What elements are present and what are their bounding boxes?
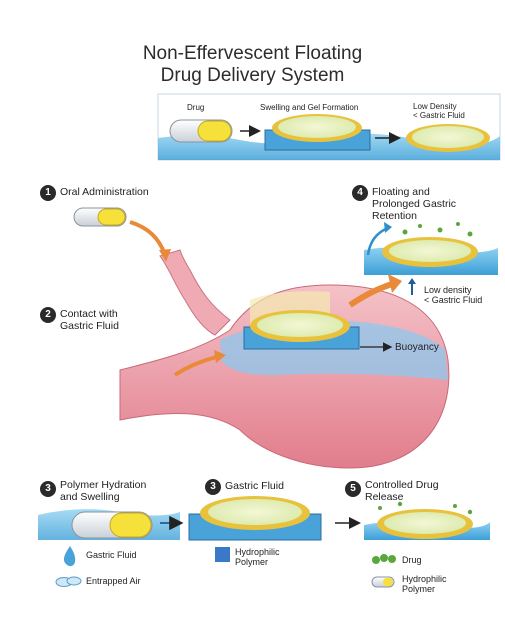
step-3b-label: Gastric Fluid: [225, 480, 284, 492]
bottom-capsule-fluid: [38, 509, 180, 540]
bottom-release-tablet: [364, 502, 490, 540]
step-1-label: Oral Administration: [60, 186, 149, 198]
legend-entrapped-air: Entrapped Air: [86, 576, 141, 586]
top-low-density-label: Low Density < Gastric Fluid: [413, 102, 465, 120]
legend-hp-left-line-1: Hydrophilic: [235, 547, 280, 557]
step-4-badge: 4: [352, 185, 368, 201]
legend-hydrophilic-polymer-left: Hydrophilic Polymer: [235, 547, 280, 568]
legend-hydrophilic-polymer-right: Hydrophilic Polymer: [402, 574, 447, 595]
step-3a-badge: 3: [40, 481, 56, 497]
title-line-2: Drug Delivery System: [0, 65, 505, 87]
top-drug-label: Drug: [187, 103, 204, 112]
step-5-line-1: Controlled Drug: [365, 479, 439, 491]
polymer-square-icon: [215, 547, 230, 562]
step-2-line-2: Gastric Fluid: [60, 320, 119, 332]
capsule-legend-icon: [372, 577, 394, 587]
step-4-line-2: Prolonged Gastric: [372, 198, 456, 210]
water-drop-icon: [64, 546, 75, 566]
legend-hp-right-line-2: Polymer: [402, 584, 447, 594]
low-density-label: Low density < Gastric Fluid: [424, 285, 482, 306]
step-3b-badge: 3: [205, 479, 221, 495]
step-4-line-1: Floating and: [372, 186, 456, 198]
top-swelling-label: Swelling and Gel Formation: [260, 103, 358, 112]
low-density-line-1: Low density: [424, 285, 482, 295]
top-floating-tablet: [406, 124, 490, 152]
bottom-swelling-tablet: [189, 496, 321, 540]
buoyancy-label: Buoyancy: [395, 342, 439, 354]
step-5-label: Controlled Drug Release: [365, 479, 439, 503]
legend-drug: Drug: [402, 555, 422, 565]
legend-gastric-fluid: Gastric Fluid: [86, 550, 137, 560]
title-line-1: Non-Effervescent Floating: [0, 43, 505, 65]
legend-hp-right-line-1: Hydrophilic: [402, 574, 447, 584]
top-capsule: [170, 120, 232, 142]
step-5-line-2: Release: [365, 491, 439, 503]
bubbles-icon: [56, 577, 81, 587]
top-low-density-line-1: Low Density: [413, 102, 465, 111]
step-2-label: Contact with Gastric Fluid: [60, 308, 119, 332]
legend-hp-left-line-2: Polymer: [235, 557, 280, 567]
step-2-line-1: Contact with: [60, 308, 119, 320]
step-3a-line-1: Polymer Hydration: [60, 479, 146, 491]
drug-granule-icon: [372, 554, 396, 564]
step1-capsule: [74, 208, 126, 226]
step-4-label: Floating and Prolonged Gastric Retention: [372, 186, 456, 222]
step-3a-label: Polymer Hydration and Swelling: [60, 479, 146, 503]
low-density-line-2: < Gastric Fluid: [424, 295, 482, 305]
step-1-badge: 1: [40, 185, 56, 201]
step-2-badge: 2: [40, 307, 56, 323]
step-5-badge: 5: [345, 481, 361, 497]
step-4-line-3: Retention: [372, 210, 456, 222]
step-3a-line-2: and Swelling: [60, 491, 146, 503]
top-low-density-line-2: < Gastric Fluid: [413, 111, 465, 120]
page-title: Non-Effervescent Floating Drug Delivery …: [0, 43, 505, 87]
